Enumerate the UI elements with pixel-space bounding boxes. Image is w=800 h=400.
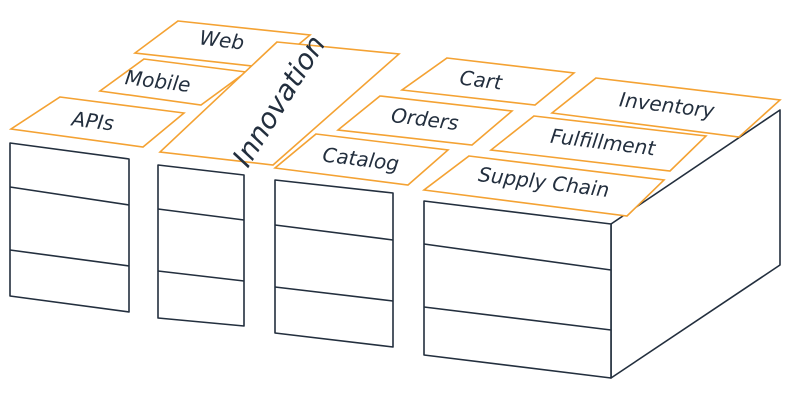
card-inventory: Inventory [550, 77, 782, 138]
card-orders: Orders [336, 95, 514, 146]
card-apis: APIs [8, 96, 186, 148]
card-apis-label: APIs [69, 106, 116, 135]
card-web-label: Web [198, 25, 245, 54]
block-right [423, 109, 781, 379]
block-second [157, 164, 245, 327]
card-cart: Cart [399, 57, 576, 106]
card-cart-label: Cart [458, 66, 504, 95]
card-mobile: Mobile [97, 58, 249, 106]
block-third [274, 179, 394, 348]
card-fulfillment: Fulfillment [488, 115, 708, 172]
card-catalog: Catalog [273, 133, 450, 186]
block-left [9, 142, 130, 313]
